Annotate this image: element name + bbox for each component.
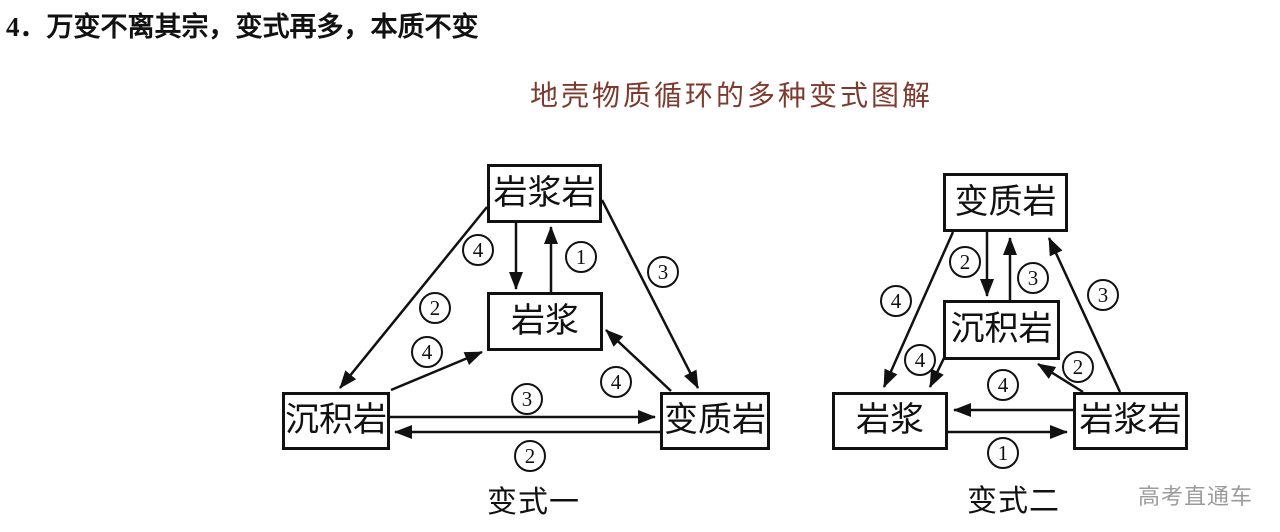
cycle-step-badge-2: 2 (1062, 351, 1094, 383)
node-d2-yanjiangyan: 岩浆岩 (1073, 392, 1188, 450)
node-d2-yanjiang: 岩浆 (832, 392, 948, 450)
cycle-step-badge-4: 4 (462, 234, 494, 266)
cycle-step-badge-3: 3 (511, 383, 543, 415)
arrow-d1-6 (605, 329, 672, 392)
arrow-d1-4 (390, 350, 483, 392)
cycle-step-badge-4: 4 (600, 366, 632, 398)
page-title: 4．万变不离其宗，变式再多，本质不变 (6, 12, 479, 42)
arrow-d1-3 (339, 206, 488, 389)
node-d1-yanjiang: 岩浆 (487, 292, 603, 351)
cycle-step-badge-2: 2 (514, 440, 546, 472)
cycle-step-badge-3: 3 (1017, 262, 1049, 294)
arrow-d2-1 (882, 231, 955, 388)
node-d1-yanjiangyan: 岩浆岩 (487, 164, 602, 223)
arrow-d2-5 (928, 357, 946, 388)
cycle-step-badge-1: 1 (987, 437, 1019, 469)
cycle-step-badge-1: 1 (565, 241, 597, 273)
node-d1-bianzhiyan: 变质岩 (660, 392, 770, 450)
diagram2-caption: 变式二 (967, 485, 1060, 518)
node-d2-chenjiyan: 沉积岩 (943, 300, 1060, 360)
cycle-step-badge-2: 2 (949, 246, 981, 278)
cycle-step-badge-4: 4 (904, 344, 936, 376)
cycle-step-badge-4: 4 (987, 369, 1019, 401)
watermark-text: 高考直通车 (1138, 484, 1254, 509)
cycle-step-badge-3: 3 (647, 256, 679, 288)
diagram1-caption: 变式一 (487, 486, 580, 519)
arrow-d2-6 (1037, 362, 1084, 394)
cycle-step-badge-4: 4 (880, 285, 912, 317)
figure-subtitle: 地壳物质循环的多种变式图解 (530, 81, 934, 112)
cycle-step-badge-4: 4 (411, 336, 443, 368)
node-d2-bianzhiyan: 变质岩 (943, 173, 1068, 232)
arrow-d1-5 (600, 199, 700, 389)
arrow-d2-4 (1047, 237, 1122, 393)
cycle-step-badge-3: 3 (1087, 279, 1119, 311)
cycle-step-badge-2: 2 (419, 292, 451, 324)
node-d1-chenjiyan: 沉积岩 (282, 392, 390, 450)
